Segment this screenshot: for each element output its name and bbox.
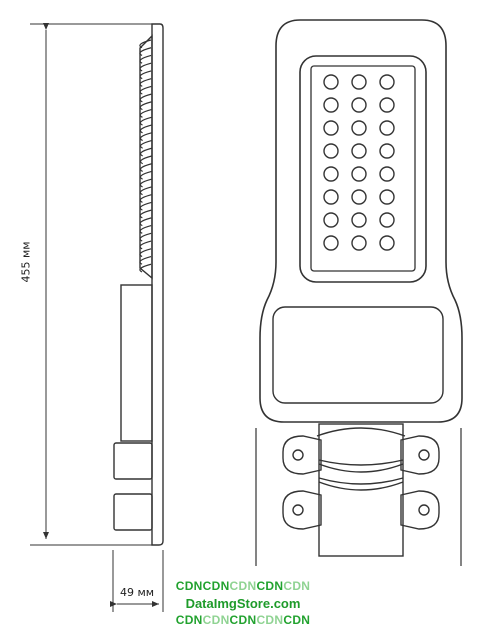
front-housing <box>259 19 463 423</box>
watermark-token: CDN <box>283 613 311 627</box>
led <box>379 212 395 228</box>
led <box>323 120 339 136</box>
led <box>379 143 395 159</box>
led <box>379 235 395 251</box>
watermark-site: DataImgStore.com <box>185 596 301 611</box>
side-mount-lower <box>113 493 153 531</box>
led <box>323 212 339 228</box>
width-dimension <box>110 550 164 612</box>
led <box>379 74 395 90</box>
led <box>379 97 395 113</box>
led-panel-inner <box>310 65 416 272</box>
watermark-token: CDN <box>202 579 230 593</box>
height-dimension <box>30 23 152 546</box>
heatsink-fins <box>139 39 152 273</box>
led <box>323 189 339 205</box>
mount-clamp <box>282 423 440 557</box>
side-back-plate <box>151 23 164 546</box>
led <box>323 143 339 159</box>
led <box>351 120 367 136</box>
side-heatsink-body <box>139 34 153 280</box>
led <box>351 235 367 251</box>
led <box>351 97 367 113</box>
watermark-line-3: CDNCDNCDNCDNCDN <box>0 613 486 627</box>
driver-cover <box>272 306 444 404</box>
watermark-token: CDN <box>256 579 284 593</box>
led-grid <box>323 74 395 251</box>
led <box>379 120 395 136</box>
watermark-token: CDN <box>256 613 284 627</box>
side-mount-upper <box>113 442 153 480</box>
watermark-token: CDN <box>229 579 257 593</box>
led <box>351 166 367 182</box>
front-view <box>255 19 463 566</box>
watermark-token: CDN <box>229 613 257 627</box>
led <box>351 74 367 90</box>
led <box>323 166 339 182</box>
led-panel-outer <box>299 55 427 283</box>
width-dimension-label: 49 мм <box>120 586 155 599</box>
watermark-token: CDN <box>202 613 230 627</box>
led <box>351 189 367 205</box>
side-driver-box <box>120 284 153 442</box>
side-view <box>113 23 164 546</box>
height-dimension-label: 455 мм <box>19 241 33 283</box>
watermark-token: CDN <box>283 579 311 593</box>
fin-profile <box>139 39 152 273</box>
led <box>323 97 339 113</box>
watermark-token: CDN <box>175 613 203 627</box>
watermark-line-1: CDNCDNCDNCDNCDN <box>0 579 486 593</box>
led <box>351 212 367 228</box>
led <box>323 74 339 90</box>
watermark-token: CDN <box>175 579 203 593</box>
led <box>323 235 339 251</box>
led <box>379 189 395 205</box>
led <box>379 166 395 182</box>
led <box>351 143 367 159</box>
